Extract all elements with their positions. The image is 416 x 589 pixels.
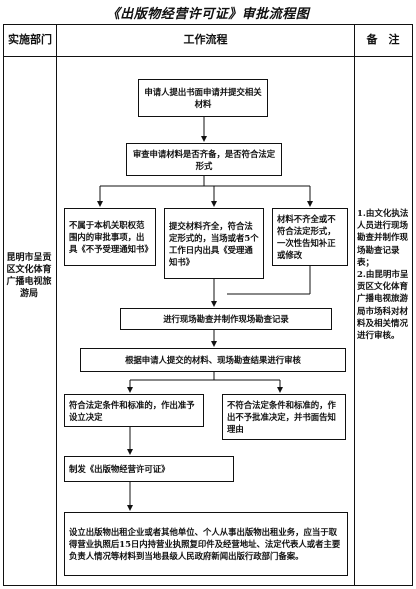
- page-title: 《出版物经营许可证》审批流程图: [106, 7, 310, 22]
- step-final-filing: 设立出版物出租企业或者其他单位、个人从事出版物出租业务，应当于取得营业执照后15…: [64, 512, 348, 576]
- step-accept: 提交材料齐全，符合法定形式的，当场或者5个工作日内出具《受理通知书》: [164, 208, 264, 279]
- department-name: 昆明市呈贡区文化体育广播电视旅游局: [6, 253, 52, 299]
- column-divider-dept: [56, 24, 57, 586]
- step-approve: 符合法定条件和标准的，作出准予设立决定: [64, 394, 204, 427]
- step-inspect: 进行现场勘查并制作现场勘查记录: [120, 308, 332, 330]
- header-notes: 备 注: [366, 33, 400, 46]
- step-not-in-scope: 不属于本机关职权范围内的审批事项，出具《不予受理通知书》: [64, 208, 156, 266]
- header-dept: 实施部门: [8, 33, 52, 46]
- step-review: 审查申请材料是否齐备，是否符合法定形式: [126, 143, 282, 176]
- header-divider: [3, 56, 413, 57]
- step-reject: 不符合法定条件和标准的，作出不予批准决定，并书面告知理由: [222, 394, 346, 440]
- step-audit: 根据申请人提交的材料、现场勘查结果进行审核: [80, 348, 346, 372]
- step-apply: 申请人提出书面申请并提交相关材料: [138, 79, 268, 117]
- step-incomplete: 材料不齐全或不符合法定形式，一次性告知补正或修改: [272, 208, 348, 266]
- column-divider-notes: [354, 24, 355, 586]
- notes-text: 1.由文化执法人员进行现场勘查并制作现场勘查记录表； 2.由昆明市呈贡区文化体育…: [357, 209, 409, 342]
- step-issue: 制发《出版物经营许可证》: [64, 456, 234, 482]
- header-process: 工作流程: [183, 33, 228, 46]
- table-frame: [3, 24, 413, 586]
